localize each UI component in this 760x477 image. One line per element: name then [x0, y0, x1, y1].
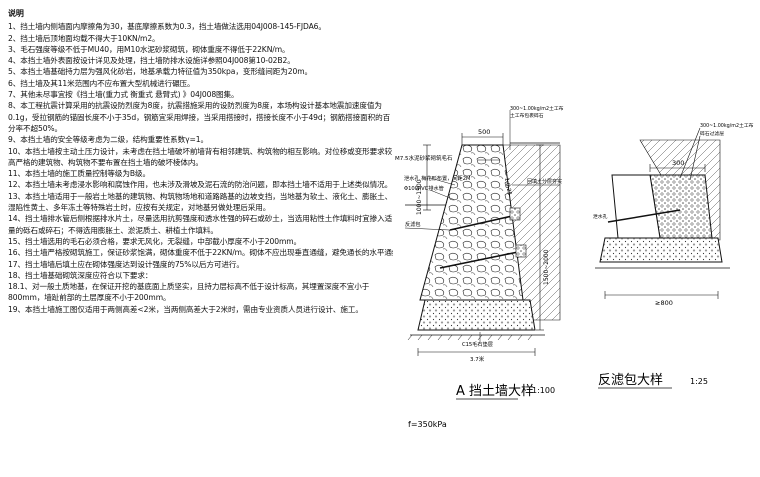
- geotextile-label: 300~1.00kg/m2土工布: [510, 105, 564, 112]
- gravel-filter-layer: [649, 174, 713, 239]
- drain-hole-label: 泄水孔 梅花形布置，间距2M: [404, 174, 471, 182]
- note-line: 4、本挡土墙外表面按设计详见及处理，挡土墙防排水设施详参照04J008第10-0…: [8, 56, 295, 66]
- filter-bag-label: 反滤包: [405, 220, 421, 228]
- drain-pipe-lower: [439, 251, 519, 269]
- base-label: C15毛石垫层: [462, 340, 493, 348]
- foundation-base: [417, 299, 536, 331]
- filter-width-label: 300: [672, 159, 684, 167]
- backfill-label: 回填土分层夯实: [527, 178, 562, 185]
- mortar-label: M7.5水泥砂浆砌筑毛石: [395, 154, 453, 162]
- note-line: 1、挡土墙内侧墙面内摩擦角为30，基底摩擦系数为0.3，挡土墙做法选用04J00…: [8, 22, 326, 32]
- slope-label: 1:0.25: [503, 177, 512, 196]
- note-line: 17、挡土墙墙后填土应在砌体强度达到设计强度的75%以后方可进行。: [8, 259, 244, 269]
- filter-note-geotextile: 300~1.00kg/m2土工布: [700, 122, 754, 129]
- filter-note-hole: 泄水孔: [593, 213, 608, 220]
- filter-base: [599, 237, 723, 263]
- note-line: 19、本挡土墙施工图仅适用于两侧高差<2米，当两侧高差大于2米时，需由专业资质人…: [8, 304, 363, 314]
- dimension-lines: [417, 133, 544, 356]
- ground-hatch: [407, 334, 533, 341]
- note-line: 8、本工程抗震计算采用的抗震设防烈度为8度，抗震措施采用的设防烈度为8度，本场构…: [8, 101, 391, 133]
- leader-lines: [404, 110, 560, 342]
- note-line: 11、本挡土墙的施工质量控制等级为B级。: [8, 169, 150, 179]
- filter-detail-scale: 1:25: [690, 377, 708, 386]
- filter-dimensions: [604, 127, 719, 299]
- filter-detail-title: 反滤包大样: [598, 373, 663, 388]
- wall-detail-scale: 1:100: [532, 386, 555, 395]
- filter-bag-lower: [515, 244, 527, 258]
- drain-pipe-upper: [449, 215, 513, 231]
- note-line: 18、挡土墙基础砌筑深度应符合以下要求：: [8, 270, 153, 280]
- note-line: 12、本挡土墙未考虑浸水影响和腐蚀作用，也未涉及滑坡及泥石流的防治问题，即本挡土…: [8, 180, 393, 190]
- gravel-wrap-label: 土工布包裹碎石: [510, 112, 544, 119]
- bearing-capacity-label: f=350kPa: [408, 420, 447, 429]
- note-line: 2、挡土墙后顶地面均载不得大于10KN/m2。: [8, 33, 160, 43]
- filter-note-gravel: 碎石过滤层: [700, 130, 724, 137]
- note-line: 16、挡土墙严格按砌筑施工，保证砂浆饱满，砌体重度不低于22KN/m。砌体不应出…: [8, 248, 393, 258]
- height-range-label: 1000~1500: [416, 179, 423, 215]
- note-line: 5、本挡土墙基础持力层为强风化砂岩，地基承载力特征值为350kpa，变形缝间距为…: [8, 67, 313, 77]
- top-width-label: 500: [478, 128, 490, 136]
- filter-bag-upper: [509, 207, 521, 221]
- notes-list: 1、挡土墙内侧墙面内摩擦角为30，基底摩擦系数为0.3，挡土墙做法选用04J00…: [8, 21, 393, 315]
- note-line: 6、挡土墙及其11米范围内不应布置大型机械进行碾压。: [8, 78, 195, 88]
- note-line: 3、毛石强度等级不低于MU40，用M10水泥砂浆砌筑，砌体重度不得低于22KN/…: [8, 44, 290, 54]
- total-height-label: 1500~2000: [543, 249, 550, 285]
- notes-heading: 说明: [8, 9, 24, 18]
- pipe-label: Φ100PVC排水管: [404, 184, 444, 192]
- note-line: 15、挡土墙选用的毛石必须合格，要求无风化，无裂缝，中部截小厚度不小于200mm…: [8, 236, 302, 246]
- filter-base-label: ≥800: [655, 299, 673, 307]
- note-line: 13、本挡土墙适用于一般岩土地基的建筑物、构筑物场地和道路路基的边坡支挡，当地基…: [8, 191, 393, 213]
- note-line: 9、本挡土墙的安全等级考虑为二级，结构重要性系数γ=1。: [8, 135, 208, 145]
- filter-detail: 300 ≥800 300~1.00kg/m2土工布 碎石过滤层 泄水孔 反滤包大…: [593, 122, 754, 389]
- note-line: 10、本挡土墙按主动土压力设计，未考虑在挡土墙破坏前墙背有相邻建筑、构筑物的相互…: [8, 146, 393, 167]
- filter-pipe: [607, 209, 681, 223]
- note-line: 14、挡土墙排水管后侧根据排水片土，尽量选用抗剪强度和透水性强的碎石或砂土，当选…: [8, 214, 393, 235]
- base-width-label: 3.7米: [470, 355, 485, 363]
- note-line: 7、其他未尽事宜按《挡土墙(重力式 衡重式 悬臂式) 》04J008图集。: [8, 90, 239, 100]
- note-line: 18.1、对一般土质地基，在保证开挖的基底面上质坚实，且持力层标高不低于设计标高…: [8, 282, 370, 303]
- design-notes: 说明 1、挡土墙内侧墙面内摩擦角为30，基底摩擦系数为0.3，挡土墙做法选用04…: [8, 8, 393, 315]
- wall-detail: 500 1000~1500 1500~2000 1:0.25 M7.5水泥砂浆砌…: [395, 105, 564, 429]
- wall-detail-title: A 挡土墙大样: [456, 384, 534, 399]
